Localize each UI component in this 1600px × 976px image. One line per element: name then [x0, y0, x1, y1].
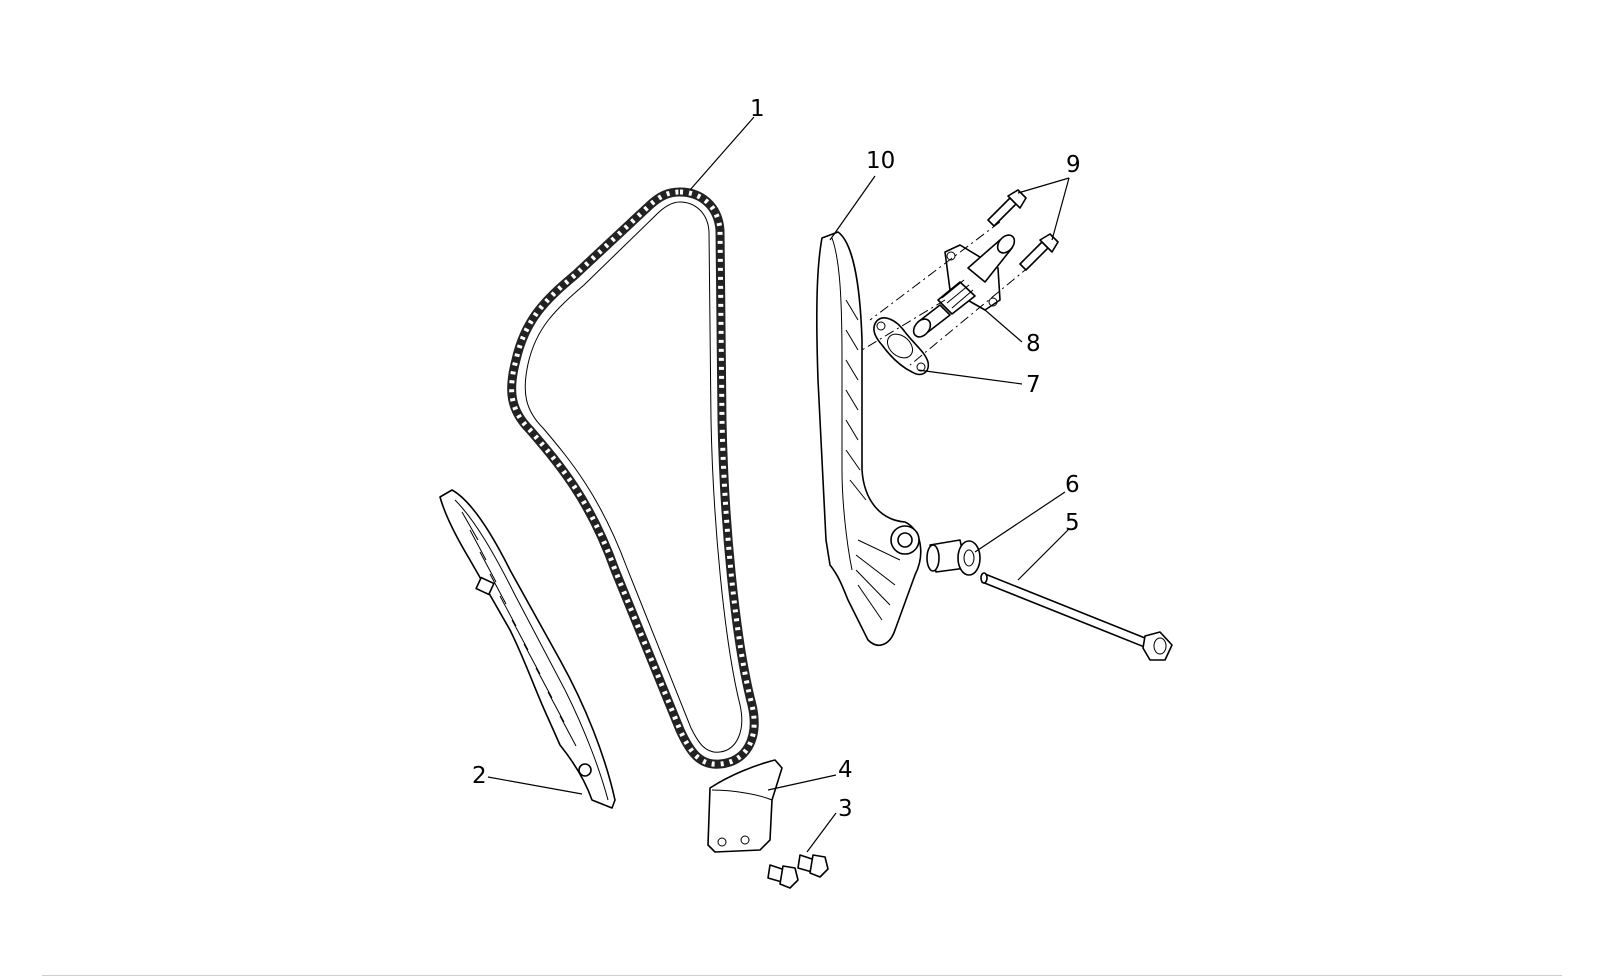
- fixed-chain-guide: [439, 489, 616, 809]
- bracket-bolts: [767, 854, 829, 889]
- callout-10: 10: [866, 148, 895, 174]
- guide-bracket: [707, 759, 783, 853]
- timing-chain: [507, 187, 759, 769]
- pivot-bushing: [926, 539, 981, 576]
- callout-labels: 1 2 3 4 5 6 7 8 9 10: [472, 96, 1081, 822]
- callout-4: 4: [838, 757, 853, 783]
- callout-3: 3: [838, 796, 853, 822]
- assembly-center-lines: [861, 221, 1031, 366]
- leader-lines: [487, 116, 1070, 853]
- callout-6: 6: [1065, 472, 1080, 498]
- chain-tensioner: [912, 234, 1016, 338]
- callout-5: 5: [1065, 510, 1080, 536]
- tensioner-bolts: [987, 189, 1059, 271]
- pivot-bolt: [980, 572, 1173, 661]
- callout-9: 9: [1066, 152, 1081, 178]
- callout-7: 7: [1026, 372, 1041, 398]
- callout-2: 2: [472, 763, 487, 789]
- tensioner-chain-slipper: [816, 231, 922, 646]
- callout-8: 8: [1026, 331, 1041, 357]
- callout-1: 1: [750, 96, 765, 122]
